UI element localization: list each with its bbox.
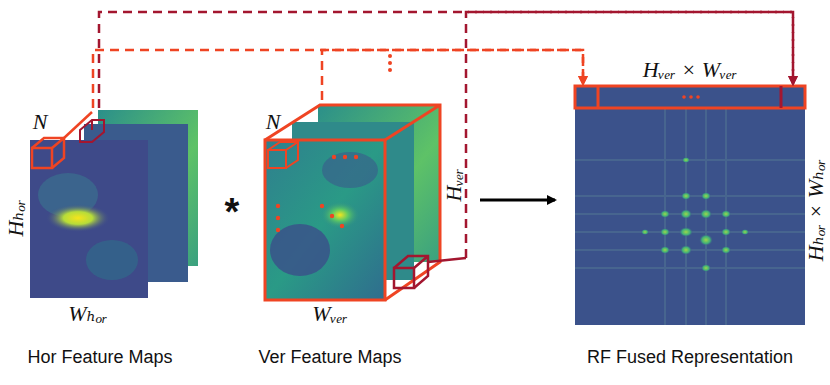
feature-panel: Ver Feature Maps [230, 100, 466, 375]
dimension-label: Wₕₒᵣ [68, 303, 108, 325]
dashed-connector [99, 12, 793, 108]
dimension-label: Hₕₒᵣ [5, 199, 27, 236]
panel-caption: RF Fused Representation [587, 347, 793, 368]
operator-symbol: * [225, 193, 240, 231]
dimension-label: Wᵥₑᵣ [312, 303, 348, 325]
dimension-label: Hₕₒᵣ × Wₕₒᵣ [805, 159, 827, 262]
panel-caption: Hor Feature Maps [27, 347, 172, 368]
flow-arrow [480, 199, 555, 202]
dimension-label: N [266, 111, 281, 133]
dashed-connector [466, 12, 793, 258]
dimension-label: Hᵥₑᵣ × Wᵥₑᵣ [643, 59, 738, 81]
feature-panel: RF Fused Representation [555, 84, 828, 375]
panel-caption: Ver Feature Maps [258, 347, 401, 368]
dimension-label: Hᵥₑᵣ [443, 168, 465, 201]
dimension-label: N [33, 111, 48, 133]
dashed-connector [93, 50, 583, 108]
dashed-connector [322, 50, 583, 100]
feature-panel: Hor Feature Maps [5, 108, 205, 375]
